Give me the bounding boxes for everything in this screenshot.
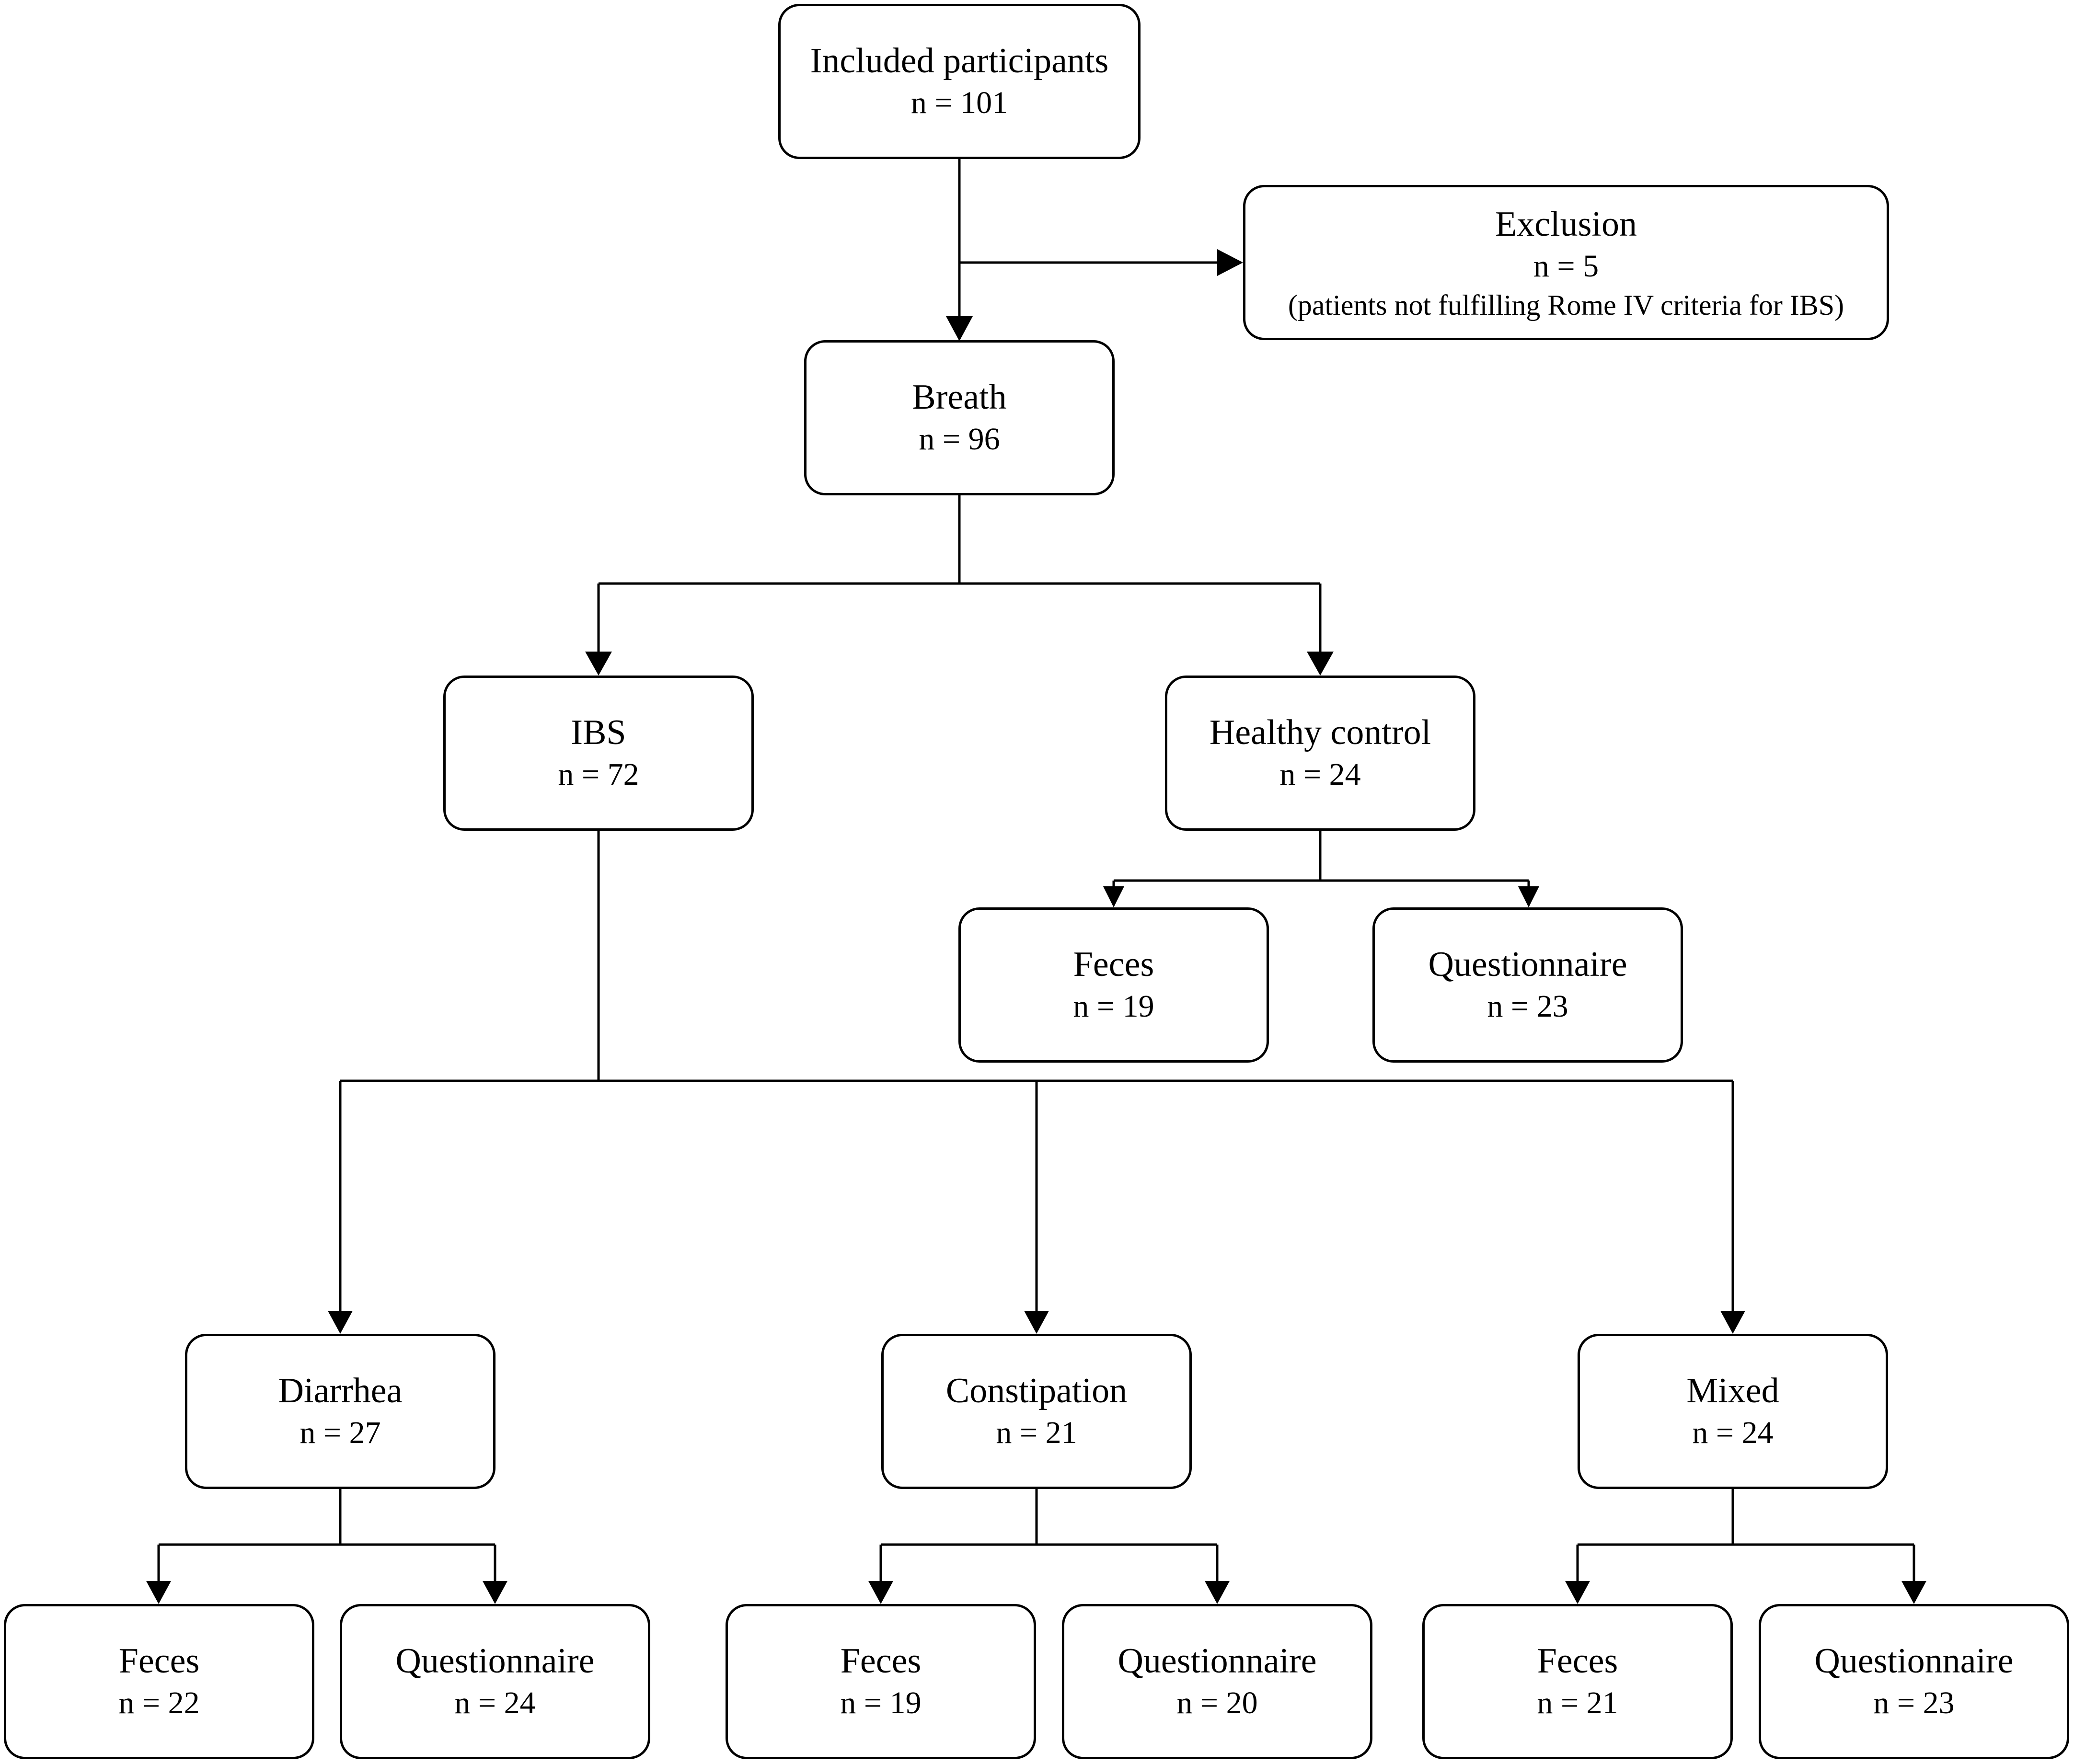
node-hc-feces: Feces n = 19 bbox=[958, 907, 1269, 1063]
arrowhead-d-questionnaire bbox=[483, 1581, 507, 1604]
node-count: n = 23 bbox=[1873, 1685, 1955, 1720]
node-c-questionnaire: Questionnaire n = 20 bbox=[1062, 1604, 1372, 1759]
node-label: Feces bbox=[118, 1641, 200, 1681]
node-label: Constipation bbox=[945, 1371, 1128, 1410]
node-count: n = 19 bbox=[1073, 988, 1154, 1024]
arrowhead-constipation bbox=[1024, 1311, 1049, 1334]
node-included-participants: Included participants n = 101 bbox=[778, 4, 1141, 159]
node-mixed: Mixed n = 24 bbox=[1578, 1334, 1888, 1489]
node-count: n = 5 bbox=[1533, 248, 1599, 284]
node-m-feces: Feces n = 21 bbox=[1422, 1604, 1733, 1759]
node-label: Healthy control bbox=[1209, 712, 1431, 752]
node-label: Feces bbox=[1537, 1641, 1618, 1681]
node-label: Questionnaire bbox=[395, 1641, 595, 1681]
node-count: n = 96 bbox=[919, 421, 1000, 457]
arrowhead-mixed bbox=[1720, 1311, 1745, 1334]
node-label: Exclusion bbox=[1495, 204, 1637, 244]
arrowhead-ibs bbox=[585, 652, 612, 676]
arrowhead-exclusion bbox=[1217, 249, 1243, 276]
node-count: n = 21 bbox=[1537, 1685, 1618, 1720]
node-count: n = 20 bbox=[1176, 1685, 1258, 1720]
arrowhead-healthy bbox=[1307, 652, 1334, 676]
node-d-questionnaire: Questionnaire n = 24 bbox=[340, 1604, 650, 1759]
arrowhead-d-feces bbox=[146, 1581, 171, 1604]
node-label: Breath bbox=[912, 377, 1007, 417]
node-m-questionnaire: Questionnaire n = 23 bbox=[1759, 1604, 2069, 1759]
node-diarrhea: Diarrhea n = 27 bbox=[185, 1334, 495, 1489]
node-d-feces: Feces n = 22 bbox=[4, 1604, 314, 1759]
arrowhead-hc-questionnaire bbox=[1518, 886, 1539, 907]
node-label: Questionnaire bbox=[1428, 944, 1627, 984]
arrowhead-m-questionnaire bbox=[1901, 1581, 1926, 1604]
node-label: Diarrhea bbox=[278, 1371, 403, 1410]
node-count: n = 22 bbox=[118, 1685, 200, 1720]
node-label: Mixed bbox=[1686, 1371, 1779, 1410]
node-label: Questionnaire bbox=[1814, 1641, 2014, 1681]
node-healthy-control: Healthy control n = 24 bbox=[1165, 676, 1475, 831]
node-count: n = 24 bbox=[1279, 756, 1361, 792]
node-label: Included participants bbox=[810, 41, 1109, 80]
node-count: n = 72 bbox=[558, 756, 639, 792]
node-note: (patients not fulfilling Rome IV criteri… bbox=[1288, 289, 1844, 321]
arrowhead-m-feces bbox=[1565, 1581, 1590, 1604]
node-constipation: Constipation n = 21 bbox=[881, 1334, 1192, 1489]
node-label: Questionnaire bbox=[1118, 1641, 1317, 1681]
node-count: n = 101 bbox=[910, 85, 1008, 120]
node-count: n = 24 bbox=[454, 1685, 536, 1720]
arrowhead-c-questionnaire bbox=[1205, 1581, 1230, 1604]
node-label: Feces bbox=[840, 1641, 922, 1681]
arrowhead-diarrhea bbox=[328, 1311, 353, 1334]
node-breath: Breath n = 96 bbox=[804, 340, 1115, 495]
arrowhead-breath bbox=[946, 316, 973, 341]
node-hc-questionnaire: Questionnaire n = 23 bbox=[1372, 907, 1683, 1063]
arrowhead-c-feces bbox=[868, 1581, 893, 1604]
node-count: n = 23 bbox=[1487, 988, 1568, 1024]
node-count: n = 24 bbox=[1692, 1415, 1774, 1450]
node-count: n = 19 bbox=[840, 1685, 922, 1720]
node-c-feces: Feces n = 19 bbox=[726, 1604, 1036, 1759]
node-count: n = 21 bbox=[996, 1415, 1077, 1450]
node-ibs: IBS n = 72 bbox=[443, 676, 754, 831]
node-label: IBS bbox=[571, 712, 626, 752]
node-exclusion: Exclusion n = 5 (patients not fulfilling… bbox=[1243, 185, 1889, 340]
arrowhead-hc-feces bbox=[1103, 886, 1124, 907]
node-count: n = 27 bbox=[300, 1415, 381, 1450]
node-label: Feces bbox=[1073, 944, 1154, 984]
